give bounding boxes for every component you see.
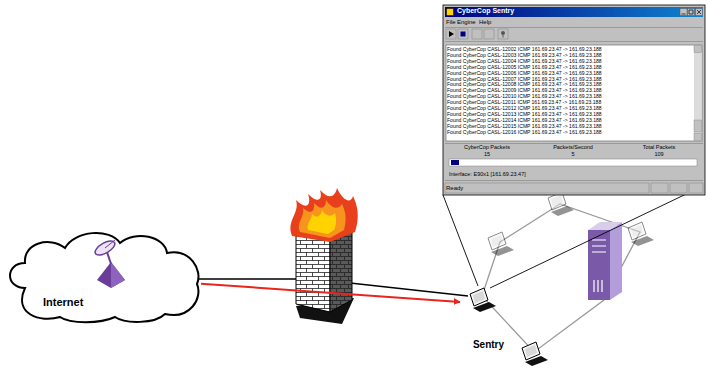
sentry-workstation-icon xyxy=(470,288,496,312)
app-window-chrome xyxy=(443,5,705,195)
log-line: Found CyberCop CASL-12003 ICMP 161.69.23… xyxy=(447,53,602,58)
log-line: Found CyberCop CASL-12011 ICMP 161.69.23… xyxy=(447,100,601,105)
log-line: Found CyberCop CASL-12016 ICMP 161.69.23… xyxy=(447,130,602,135)
menu-item: Engine xyxy=(457,19,476,25)
stat-value: 5 xyxy=(533,152,613,158)
internet-cloud: Internet xyxy=(5,228,201,324)
log-line: Found CyberCop CASL-12006 ICMP 161.69.23… xyxy=(447,71,602,76)
log-line: Found CyberCop CASL-12009 ICMP 161.69.23… xyxy=(447,88,602,93)
log-line: Found CyberCop CASL-12007 ICMP 161.69.23… xyxy=(447,77,602,82)
log-line: Found CyberCop CASL-12010 ICMP 161.69.23… xyxy=(447,94,602,99)
log-line: Found CyberCop CASL-12014 ICMP 161.69.23… xyxy=(447,118,602,123)
cloud-outline xyxy=(5,228,201,324)
interface-field: Interface: E90x1 [161.69.23.47] xyxy=(449,172,526,178)
zoom-line xyxy=(443,185,705,288)
satellite-dish-icon xyxy=(93,238,125,288)
log-line: Found CyberCop CASL-12015 ICMP 161.69.23… xyxy=(447,124,602,129)
workstation-icon xyxy=(628,222,654,246)
traffic-arrow xyxy=(201,284,460,302)
status-text: Ready xyxy=(446,185,463,191)
log-line: Found CyberCop CASL-12013 ICMP 161.69.23… xyxy=(447,112,602,117)
stat-value: 109 xyxy=(619,152,699,158)
stat-label: Total Packets xyxy=(619,145,699,151)
log-line: Found CyberCop CASL-12012 ICMP 161.69.23… xyxy=(447,106,602,111)
log-line: Found CyberCop CASL-12008 ICMP 161.69.23… xyxy=(447,82,602,87)
workstation-icon xyxy=(548,192,574,216)
stat-value: 15 xyxy=(447,152,527,158)
log-line: Found CyberCop CASL-12004 ICMP 161.69.23… xyxy=(447,59,602,64)
firewall-icon xyxy=(290,188,357,324)
stat-label: CyberCop Packets xyxy=(447,145,527,151)
computer-label: Sentry xyxy=(460,340,517,350)
log-line: Found CyberCop CASL-12002 ICMP 161.69.23… xyxy=(447,47,602,52)
cloud-label: Internet xyxy=(43,297,83,308)
menu-item: Help xyxy=(479,19,491,25)
log-line: Found CyberCop CASL-12005 ICMP 161.69.23… xyxy=(447,65,602,70)
server-icon xyxy=(588,222,622,300)
sentry-computer: Sentry xyxy=(460,284,517,352)
app-window: CyberCop SentryFileEngineHelpFound Cyber… xyxy=(443,5,705,195)
stat-label: Packets/Second xyxy=(533,145,613,151)
menu-item: File xyxy=(446,19,456,25)
workstation-icon xyxy=(488,232,514,256)
cloud-shape xyxy=(10,233,198,322)
window-title: CyberCop Sentry xyxy=(457,7,514,14)
workstation-icon xyxy=(522,342,548,366)
